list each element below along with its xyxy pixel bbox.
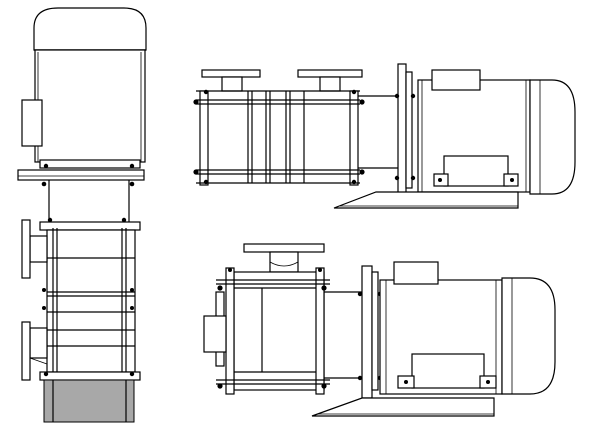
coupling-flange	[361, 265, 373, 399]
horizontal-pump-view-bottom	[203, 243, 556, 417]
terminal-box	[21, 99, 43, 147]
base-plate	[311, 397, 495, 417]
motor-fan-cap	[501, 277, 556, 395]
base-plate	[333, 191, 519, 209]
top-flange-right	[297, 69, 363, 78]
top-flange-left	[201, 69, 261, 78]
motor-fan-cap	[529, 79, 576, 195]
motor-body	[34, 49, 146, 163]
top-flange	[243, 243, 325, 253]
inlet-nozzle	[29, 327, 48, 359]
pump-body	[233, 271, 325, 391]
vertical-pump-view	[17, 7, 147, 423]
terminal-box	[431, 69, 481, 91]
terminal-box	[393, 261, 439, 285]
coupling-flange	[397, 63, 407, 197]
inlet-flange	[21, 321, 31, 381]
motor-fan-cap	[33, 7, 147, 51]
outlet-flange	[21, 219, 31, 279]
pump-base	[43, 379, 135, 423]
horizontal-pump-view-top	[193, 63, 576, 209]
side-inlet-nozzle	[203, 315, 227, 353]
mounting-plate	[17, 169, 145, 181]
outlet-nozzle	[29, 235, 48, 263]
